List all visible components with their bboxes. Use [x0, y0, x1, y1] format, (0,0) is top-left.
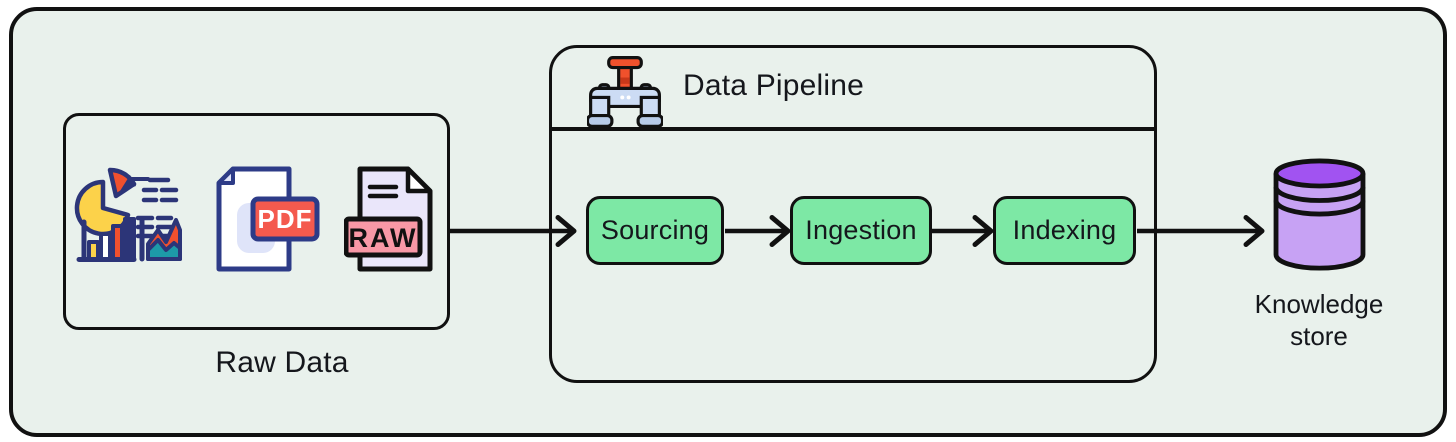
- pdf-file-icon: PDF: [207, 163, 322, 280]
- stage-indexing: Indexing: [993, 196, 1136, 265]
- knowledge-store-label-line1: Knowledge: [1254, 289, 1384, 319]
- raw-badge-text: RAW: [348, 223, 417, 253]
- pipe-valve-icon: [585, 54, 665, 135]
- stage-sourcing: Sourcing: [586, 196, 724, 265]
- pipeline-title: Data Pipeline: [683, 69, 865, 102]
- stage-ingestion: Ingestion: [790, 196, 932, 265]
- pdf-badge-text: PDF: [257, 204, 312, 234]
- raw-data-label: Raw Data: [215, 346, 349, 379]
- knowledge-store-label: Knowledge store: [1219, 289, 1419, 352]
- database-icon: [1271, 158, 1368, 277]
- pipeline-header-divider: [549, 127, 1157, 131]
- raw-data-box: PDF RAW: [63, 113, 450, 330]
- charts-icon: [70, 160, 185, 283]
- data-pipeline-box: [549, 45, 1157, 383]
- raw-file-icon: RAW: [343, 163, 444, 280]
- knowledge-store-label-line2: store: [1290, 320, 1348, 351]
